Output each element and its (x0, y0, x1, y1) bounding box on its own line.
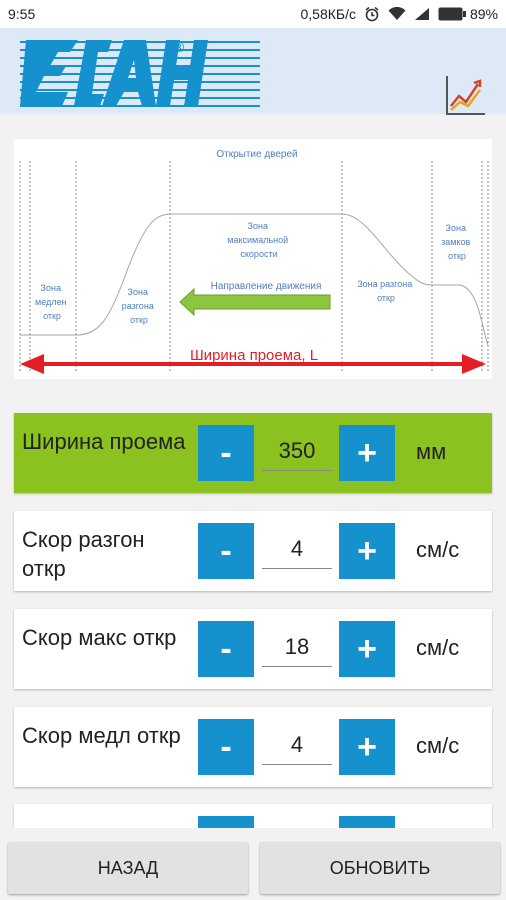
diagram-title: Открытие дверей (216, 149, 297, 160)
increase-button[interactable]: + (339, 719, 395, 775)
value-field[interactable]: 4 (262, 533, 332, 569)
unit-label: см/с (416, 635, 460, 660)
update-button[interactable]: ОБНОВИТЬ (260, 842, 500, 894)
battery-icon (438, 7, 466, 21)
value-field[interactable]: 18 (262, 631, 332, 667)
increase-button[interactable]: + (339, 523, 395, 579)
decrease-button[interactable]: - (198, 719, 254, 775)
battery-indicator: 89% (438, 6, 498, 22)
zone-lock-label: Зона замков откр (441, 223, 473, 261)
svg-text:®: ® (172, 40, 186, 56)
battery-percent: 89% (469, 6, 498, 22)
app-header: ® (0, 28, 506, 115)
zone-slow-label: Зона медлен откр (35, 283, 69, 321)
unit-label: см/с (416, 537, 460, 562)
param-card-accel-speed: Скор разгон откр - 4 + см/с (14, 511, 492, 591)
param-label: Ширина проема (22, 429, 186, 454)
width-arrow-right-head (462, 354, 486, 374)
status-right: 0,58КБ/с 89% (300, 6, 498, 22)
unit-label: мм (416, 439, 447, 464)
zone-dividers (19, 161, 489, 371)
width-label: Ширина проема, L (190, 347, 318, 364)
unit-label: см/с (416, 733, 460, 758)
direction-label: Направление движения (211, 281, 322, 292)
decrease-button[interactable]: - (198, 523, 254, 579)
network-speed: 0,58КБ/с (300, 6, 356, 22)
width-arrow-left-head (20, 354, 44, 374)
wifi-icon (388, 7, 406, 21)
signal-icon (414, 7, 430, 21)
param-label: Скор макс откр (22, 625, 177, 650)
bottom-action-bar: НАЗАД ОБНОВИТЬ (0, 828, 506, 900)
param-card-opening-width: Ширина проема - 350 + мм (14, 413, 492, 493)
param-card-max-speed: Скор макс откр - 18 + см/с (14, 609, 492, 689)
status-time: 9:55 (8, 6, 36, 22)
zone-accel-label: Зона разгона откр (122, 287, 157, 325)
zone-max-label: Зона максимальной скорости (227, 221, 290, 259)
speed-profile-curve (20, 213, 489, 346)
door-opening-diagram: Открытие дверей Зона медлен откр Зона ра… (14, 139, 492, 379)
param-card-slow-speed: Скор медл откр - 4 + см/с (14, 707, 492, 787)
increase-button[interactable]: + (339, 425, 395, 481)
company-logo: ® (20, 36, 270, 108)
direction-arrow (179, 287, 331, 317)
zone-accel2-label: Зона разгона откр (357, 279, 415, 303)
decrease-button[interactable]: - (198, 425, 254, 481)
increase-button[interactable]: + (339, 621, 395, 677)
alarm-icon (364, 6, 380, 22)
status-bar: 9:55 0,58КБ/с 89% (0, 0, 506, 28)
param-label: Скор медл откр (22, 723, 181, 748)
decrease-button[interactable]: - (198, 621, 254, 677)
line-chart-icon[interactable] (444, 74, 486, 118)
value-field[interactable]: 4 (262, 729, 332, 765)
param-label: Скор разгон откр (22, 527, 145, 581)
value-field[interactable]: 350 (262, 435, 332, 471)
back-button[interactable]: НАЗАД (8, 842, 248, 894)
